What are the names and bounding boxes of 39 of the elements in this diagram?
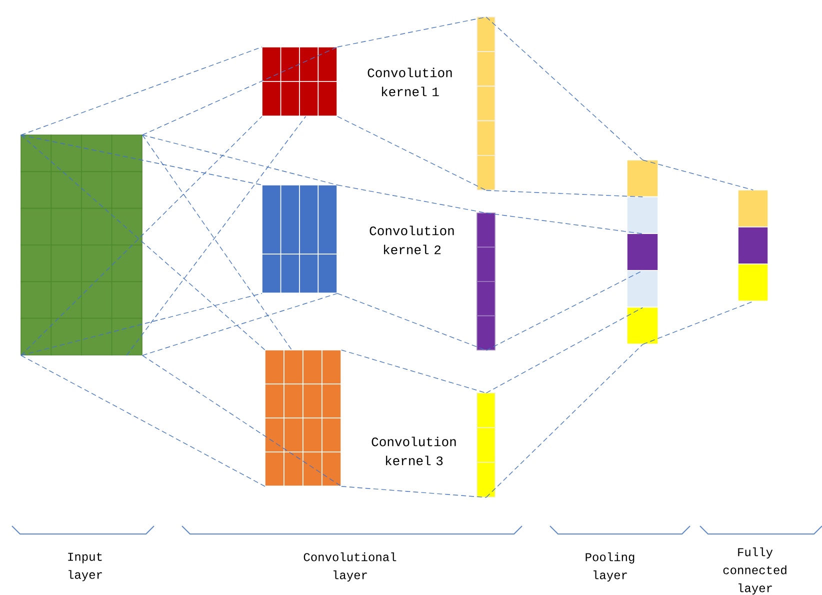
feature-map-bar — [476, 392, 496, 498]
kernel-label: Convolution kernel 3 — [372, 436, 456, 466]
projection-line — [20, 355, 266, 487]
projection-line — [341, 486, 487, 498]
fully-connected-bar — [738, 190, 768, 302]
projection-line — [20, 134, 262, 186]
layer-label: Convolutional layer — [304, 552, 396, 582]
projection-line — [142, 46, 338, 136]
projection-line — [486, 344, 644, 498]
feature-map-bar — [476, 212, 496, 350]
input-grid — [20, 134, 142, 356]
kernel-grid — [262, 184, 338, 294]
projection-line — [486, 307, 644, 394]
kernel-grid — [262, 46, 338, 116]
layer-label: Fully connected layer — [723, 547, 786, 595]
projection-line — [337, 184, 487, 214]
projection-line — [142, 134, 338, 186]
feature-map-bar — [476, 16, 496, 190]
kernel-label: Convolution kernel 1 — [368, 68, 452, 96]
projection-line — [142, 293, 338, 356]
projection-line — [20, 46, 262, 136]
projection-line — [142, 134, 292, 350]
projection-line — [20, 293, 262, 356]
projection-line — [642, 160, 754, 190]
projection-line — [142, 355, 342, 487]
projection-line — [486, 190, 644, 198]
projection-line — [337, 293, 487, 351]
projection-line — [126, 116, 306, 356]
projection-line — [642, 301, 754, 345]
projection-line — [337, 116, 487, 191]
pooling-bar — [626, 160, 658, 344]
projection-line — [486, 270, 644, 351]
projection-line — [341, 350, 487, 394]
projection-line — [486, 212, 644, 234]
kernel-grid — [264, 350, 342, 486]
layer-label: Input layer — [68, 552, 102, 582]
layer-label: Pooling layer — [586, 552, 634, 582]
kernel-label: Convolution kernel 2 — [370, 226, 454, 254]
projection-line — [486, 16, 644, 160]
